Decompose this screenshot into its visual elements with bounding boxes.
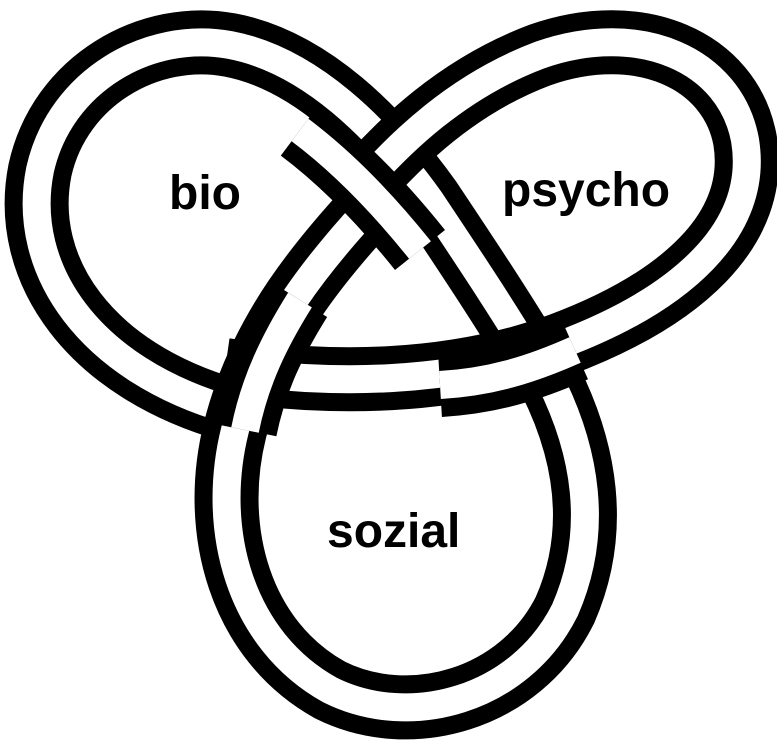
label-psycho: psycho [502, 167, 670, 215]
knot-band-sozial-lobe [227, 190, 585, 707]
label-sozial: sozial [327, 508, 460, 556]
label-bio: bio [169, 170, 241, 218]
knot-crossing-right [440, 350, 575, 385]
knot-crossing-left [245, 300, 300, 430]
